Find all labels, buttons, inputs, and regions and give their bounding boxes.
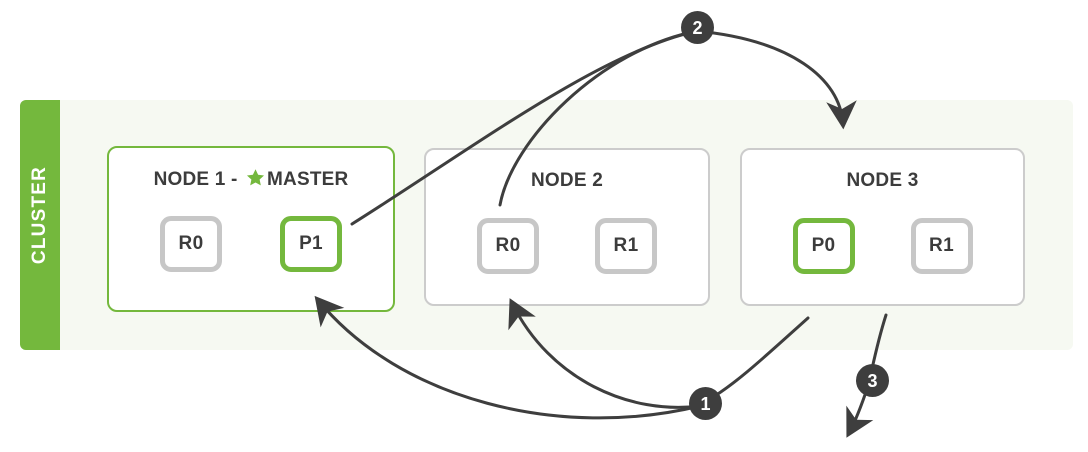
node-3-shards: P0 R1: [742, 218, 1023, 274]
node-1-shards: R0 P1: [109, 216, 393, 272]
node-1-title-prefix: NODE 1 -: [153, 169, 243, 190]
shard-node3-p0: P0: [792, 218, 855, 274]
step-badge-1-label: 1: [700, 393, 711, 414]
node-3-title: NODE 3: [846, 170, 919, 191]
node-2-shards: R0 R1: [426, 218, 708, 274]
step-badge-2: 2: [681, 11, 714, 44]
node-2: NODE 2 R0 R1: [424, 148, 710, 306]
step-badge-3-label: 3: [867, 370, 878, 391]
shard-node3-r1: R1: [910, 218, 973, 274]
shard-node2-r0: R0: [477, 218, 539, 274]
node-1-title: NODE 1 - MASTER: [109, 168, 393, 191]
step-badge-1: 1: [689, 387, 722, 420]
shard-node1-r0: R0: [160, 216, 222, 272]
star-icon: [246, 168, 265, 187]
shard-node1-p1: P1: [280, 216, 342, 272]
shard-node2-r1: R1: [595, 218, 657, 274]
node-1: NODE 1 - MASTER R0 P1: [107, 146, 395, 312]
node-2-title: NODE 2: [531, 170, 603, 191]
step-badge-3: 3: [856, 364, 889, 397]
node-3: NODE 3 P0 R1: [740, 148, 1025, 306]
cluster-label-bar: CLUSTER: [20, 100, 60, 350]
step-badge-2-label: 2: [692, 17, 703, 38]
node-1-title-suffix: MASTER: [267, 169, 349, 190]
cluster-label: CLUSTER: [29, 165, 50, 265]
